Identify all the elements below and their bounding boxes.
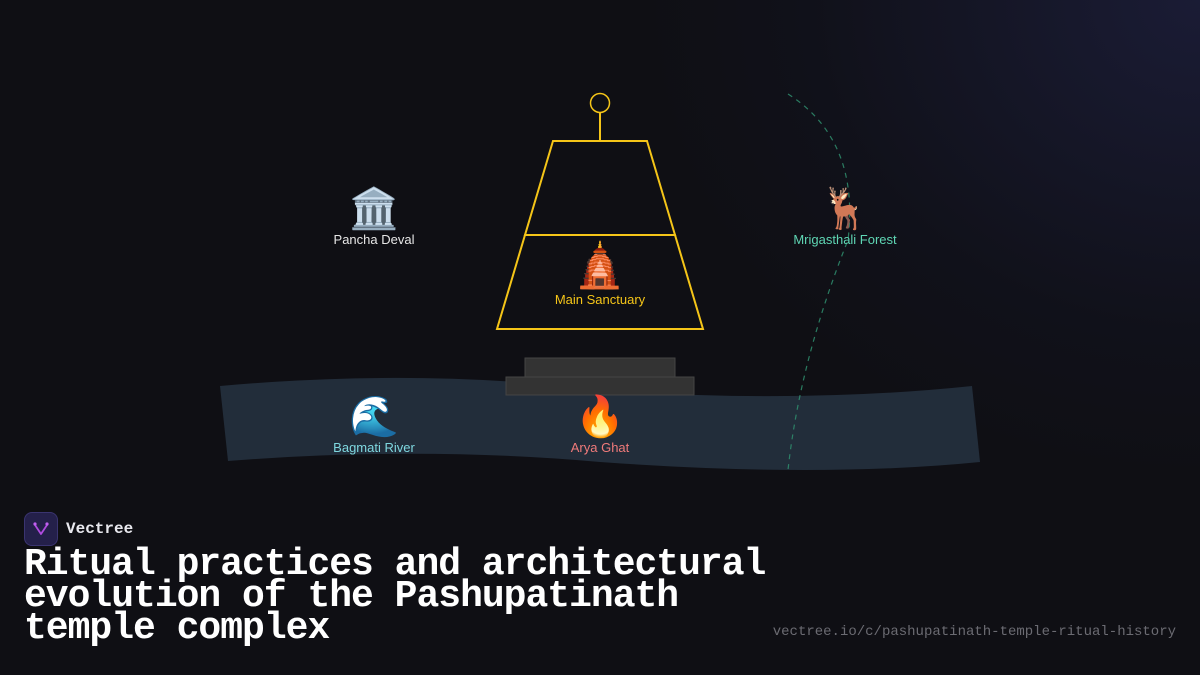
node-arya-ghat[interactable]: 🔥 Arya Ghat (571, 394, 630, 455)
water-wave-icon: 🌊 (349, 395, 399, 439)
deer-icon: 🦌 (820, 187, 870, 231)
ghat-step-upper (524, 357, 676, 378)
brand: Vectree (24, 512, 133, 546)
vectree-logo-icon (24, 512, 58, 546)
source-url[interactable]: vectree.io/c/pashupatinath-temple-ritual… (772, 624, 1176, 640)
ghat-step-lower (505, 376, 695, 396)
node-main-sanctuary[interactable]: 🛕 Main Sanctuary (555, 240, 645, 307)
node-label: Mrigasthali Forest (793, 232, 897, 247)
forest-path (787, 93, 851, 471)
node-mrigasthali-forest[interactable]: 🦌 Mrigasthali Forest (793, 186, 896, 247)
node-pancha-deval[interactable]: 🏛️ Pancha Deval (334, 186, 415, 247)
node-label: Main Sanctuary (554, 292, 646, 307)
fire-icon: 🔥 (575, 395, 625, 439)
bagmati-river-band (220, 377, 980, 470)
page-title: Ritual practices and architectural evolu… (24, 543, 766, 650)
classical-building-icon: 🏛️ (349, 187, 399, 231)
node-bagmati-river[interactable]: 🌊 Bagmati River (333, 394, 415, 455)
temple-finial (589, 92, 611, 114)
temple-lower-tier (495, 234, 705, 330)
node-label: Pancha Deval (333, 232, 415, 247)
hindu-temple-icon: 🛕 (572, 241, 628, 290)
brand-name: Vectree (66, 520, 134, 538)
node-label: Bagmati River (333, 440, 415, 455)
temple-upper-tier (523, 140, 677, 236)
node-label: Arya Ghat (570, 440, 630, 455)
